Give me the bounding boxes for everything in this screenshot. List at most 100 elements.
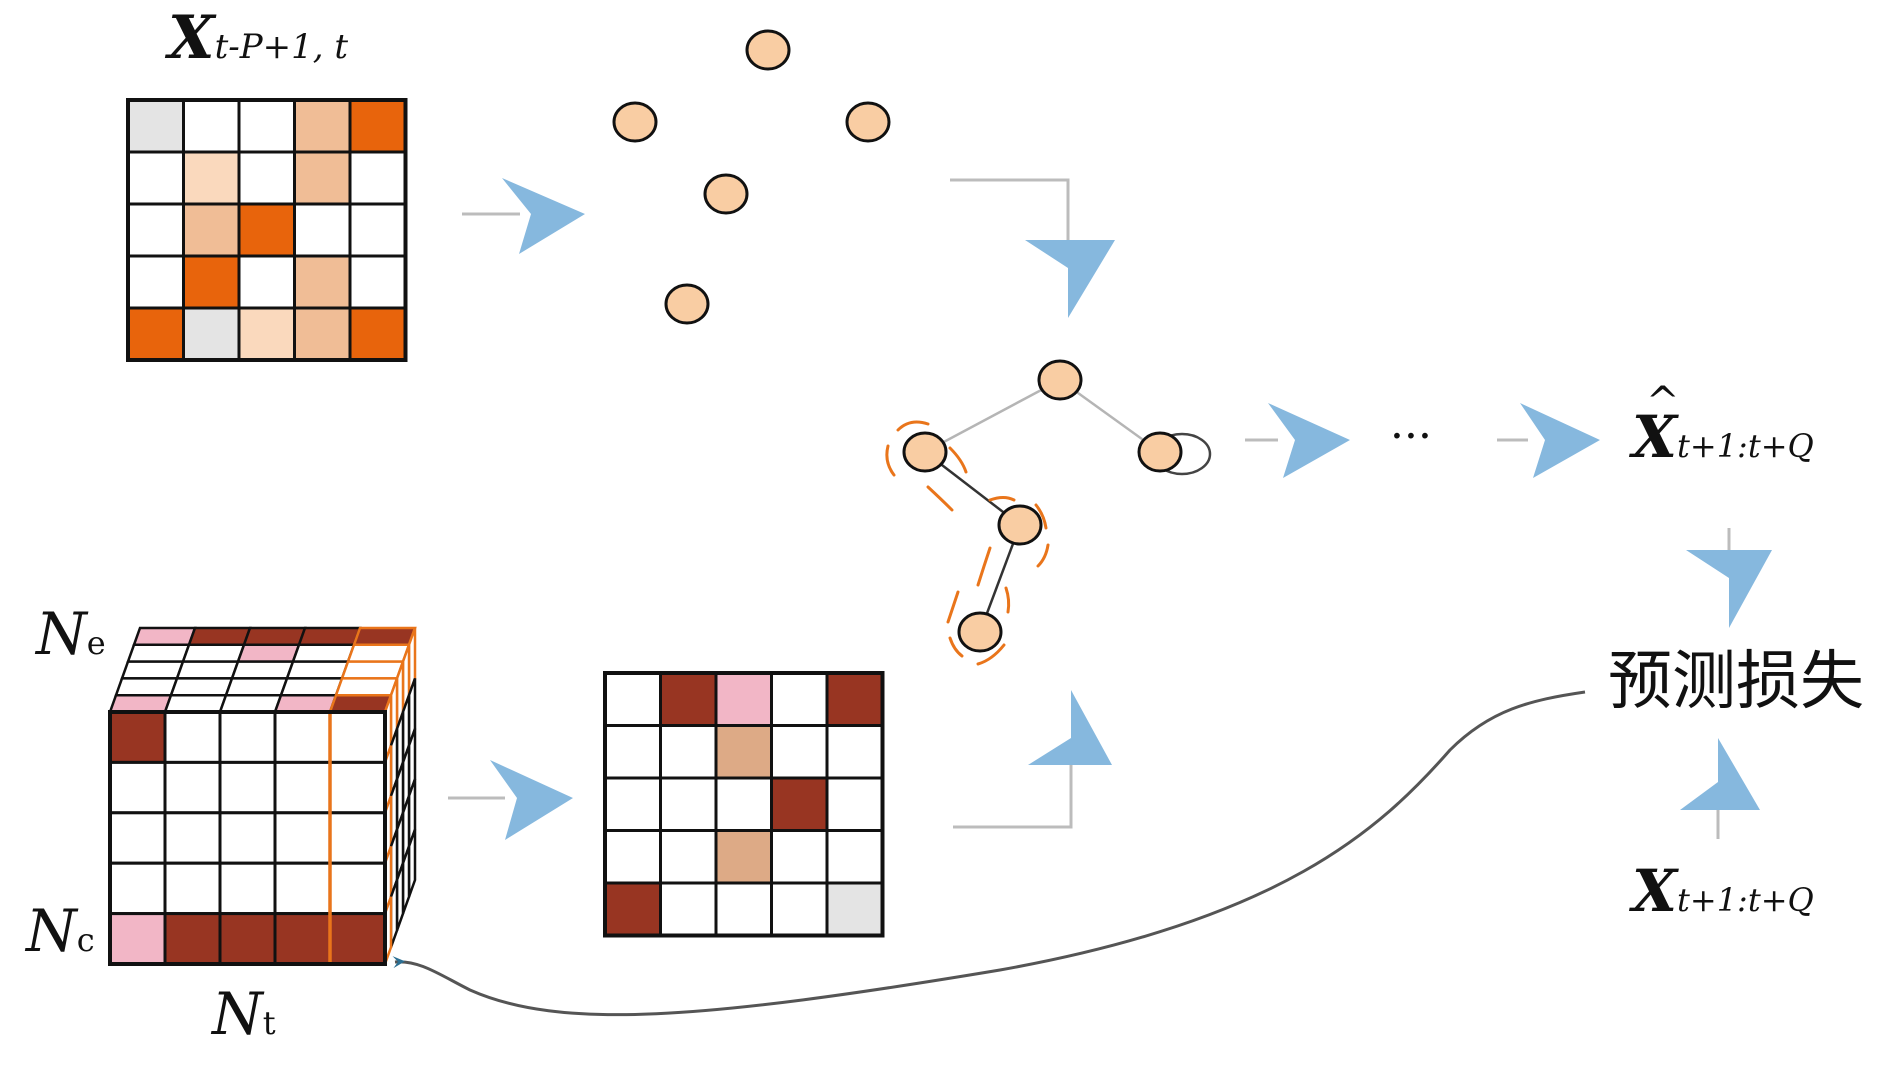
node	[745, 29, 791, 71]
flow-arrows	[448, 178, 1772, 840]
arrow-input-to-nodes	[462, 178, 585, 254]
feature-cell	[770, 671, 829, 727]
input-cell	[293, 306, 352, 362]
cube-front-cell	[328, 710, 387, 764]
cube-front-cell	[163, 861, 222, 916]
cube-top-cell	[126, 643, 191, 663]
cube-top-cell	[108, 693, 173, 714]
cube-top-cell	[285, 660, 350, 680]
input-cell	[182, 98, 241, 154]
graph-node	[957, 611, 1003, 653]
prediction-label: X ^ t+1:t+Q	[1632, 382, 1814, 466]
nt-main: N	[212, 980, 263, 1048]
cube-top-cell	[230, 660, 295, 680]
nt-subscript: t	[262, 1004, 276, 1042]
input-cell	[237, 254, 296, 310]
feature-cell	[825, 724, 884, 780]
arrow-graph-to-ellipsis	[1245, 403, 1350, 478]
cube-front-cell	[273, 811, 332, 865]
node	[664, 283, 710, 325]
cube-top-cell	[242, 626, 307, 647]
cube-top-cell	[132, 626, 197, 647]
cube-front-cell	[218, 710, 277, 764]
loss-text: 预测损失	[1608, 645, 1864, 719]
feature-cell	[603, 724, 662, 780]
input-cell	[293, 150, 352, 206]
cube-top-cell	[352, 626, 417, 647]
arrow-xhat-to-loss	[1686, 550, 1772, 628]
feature-cell	[770, 881, 829, 937]
arrow-cube-to-feature	[448, 760, 573, 840]
feature-cell	[770, 724, 829, 780]
cube-top-cell	[187, 626, 252, 647]
cube-front-cell	[163, 912, 222, 966]
input-series-main: X	[168, 3, 215, 73]
feature-cell	[825, 881, 884, 937]
cube-top-cell	[346, 643, 411, 663]
feature-cell-border	[603, 671, 885, 938]
feature-cell	[825, 829, 884, 885]
nc-main: N	[26, 897, 77, 965]
cube-top-cell	[291, 643, 356, 663]
graph-node	[1137, 431, 1183, 473]
input-cell	[293, 202, 352, 258]
node	[703, 173, 749, 215]
loss-label: 预测损失	[1608, 650, 1864, 714]
prediction-subscript: t+1:t+Q	[1677, 427, 1814, 465]
prediction-hat: ^	[1646, 379, 1680, 425]
cube-front-cell	[108, 760, 167, 815]
connector-bottom	[953, 760, 1073, 829]
target-label: Xt+1:t+Q	[1632, 862, 1814, 920]
cube-front-cell	[273, 710, 332, 764]
ne-label: Ne	[36, 605, 106, 663]
input-cell	[293, 254, 352, 310]
feature-cell	[603, 776, 662, 832]
cube-front-cell	[273, 861, 332, 916]
arrow-ellipsis-to-xhat	[1497, 403, 1600, 478]
cube-top-cell	[279, 677, 344, 697]
cube-front-cell	[328, 861, 387, 916]
node	[845, 101, 891, 143]
cube-front-cell	[218, 912, 277, 966]
cube-top-cell	[297, 626, 362, 647]
input-cell	[348, 98, 407, 154]
orange-dashes	[885, 420, 1050, 666]
feature-cell	[825, 671, 884, 727]
input-cell	[348, 306, 407, 362]
feature-cell	[603, 671, 662, 727]
unconnected-nodes	[612, 29, 891, 325]
feature-cell	[770, 829, 829, 885]
input-cell-border	[126, 98, 408, 362]
cube-front-cell	[273, 760, 332, 815]
feature-cell	[714, 724, 773, 780]
graph-edge	[924, 378, 1061, 454]
prediction-main: X	[1632, 403, 1678, 471]
cube-front-cell	[218, 760, 277, 815]
feedback-arrow	[392, 690, 1586, 1017]
input-cell	[237, 98, 296, 154]
cube-front-cell	[273, 912, 332, 966]
feature-cell	[825, 776, 884, 832]
ellipsis: ···	[1390, 415, 1432, 459]
input-cell	[348, 254, 407, 310]
feature-cell	[659, 671, 718, 727]
input-cell	[348, 150, 407, 206]
arrow-up-to-graph	[1028, 690, 1112, 765]
cube-front-cell	[218, 811, 277, 865]
graph-node	[997, 504, 1043, 546]
feature-cell	[714, 776, 773, 832]
ne-subscript: e	[86, 624, 106, 662]
cube-front-cell	[328, 811, 387, 865]
cube-front-cell	[218, 861, 277, 916]
cube-front-border	[108, 710, 387, 966]
input-cell	[237, 306, 296, 362]
feature-cell	[659, 881, 718, 937]
cube-front-cell	[108, 912, 167, 966]
cube-top-cell	[273, 693, 338, 714]
cube-top-cell	[328, 693, 393, 714]
cube-front-cell	[163, 710, 222, 764]
cube-top-cell	[163, 693, 228, 714]
cube-top-cell	[334, 677, 399, 697]
